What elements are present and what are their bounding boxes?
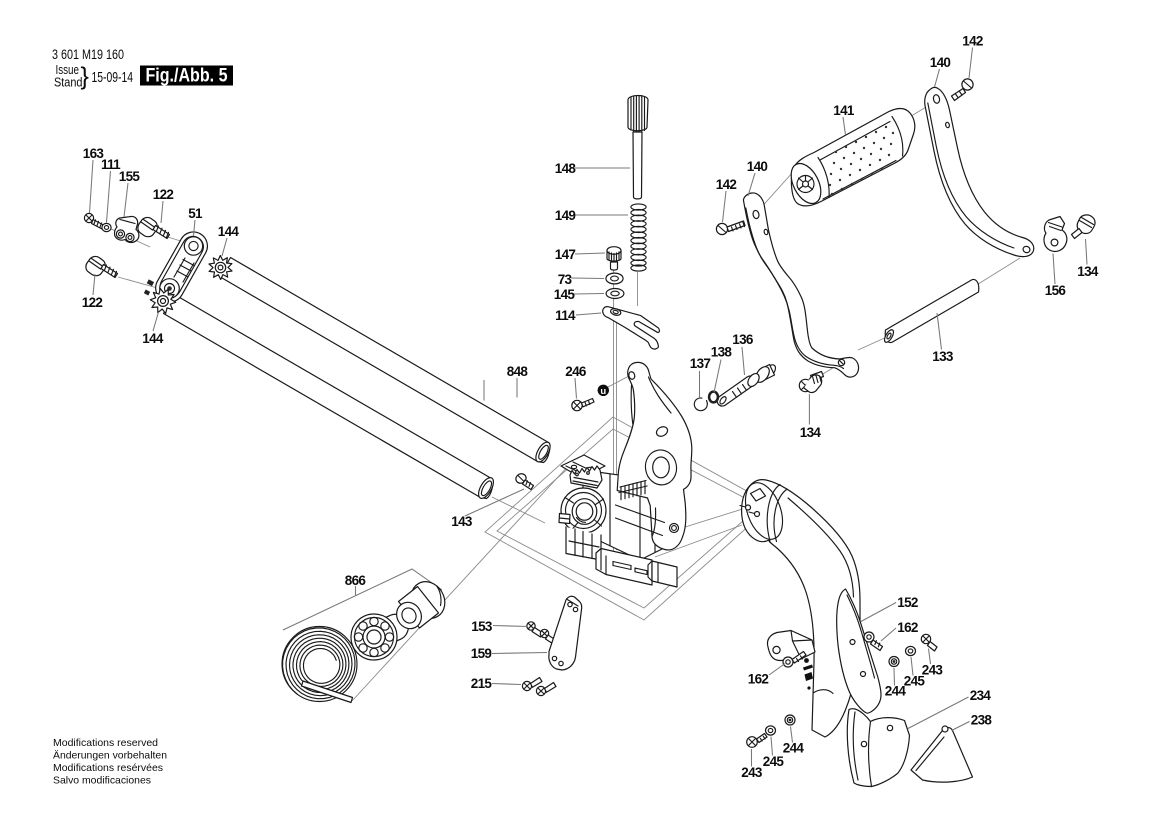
svg-text:136: 136 xyxy=(732,332,754,347)
svg-text:Änderungen vorbehalten: Änderungen vorbehalten xyxy=(53,750,167,762)
svg-text:140: 140 xyxy=(747,159,768,174)
svg-text:243: 243 xyxy=(922,663,944,678)
svg-text:162: 162 xyxy=(897,620,918,635)
svg-text:114: 114 xyxy=(555,308,576,323)
svg-text:156: 156 xyxy=(1045,283,1067,298)
svg-text:15-09-14: 15-09-14 xyxy=(92,69,134,86)
svg-text:122: 122 xyxy=(82,295,103,310)
svg-text:145: 145 xyxy=(554,287,576,302)
svg-text:245: 245 xyxy=(904,674,926,689)
svg-text:142: 142 xyxy=(716,177,737,192)
svg-text:866: 866 xyxy=(345,573,367,588)
svg-text:122: 122 xyxy=(153,187,174,202)
svg-text:138: 138 xyxy=(711,345,733,360)
svg-text:244: 244 xyxy=(885,684,907,699)
svg-text:162: 162 xyxy=(748,672,769,687)
svg-text:51: 51 xyxy=(188,206,203,221)
svg-text:148: 148 xyxy=(555,161,577,176)
svg-text:152: 152 xyxy=(897,595,918,610)
svg-text:Modifications resérvées: Modifications resérvées xyxy=(53,762,163,774)
svg-text:134: 134 xyxy=(800,425,822,440)
svg-text:73: 73 xyxy=(558,272,573,287)
svg-text:143: 143 xyxy=(451,514,473,529)
svg-text:238: 238 xyxy=(971,713,993,728)
svg-text:155: 155 xyxy=(119,169,141,184)
svg-text:163: 163 xyxy=(83,146,105,161)
svg-text:Stand: Stand xyxy=(54,76,83,90)
svg-text:134: 134 xyxy=(1077,264,1099,279)
svg-text:243: 243 xyxy=(741,765,763,780)
svg-text:Fig./Abb. 5: Fig./Abb. 5 xyxy=(146,66,228,87)
svg-text:144: 144 xyxy=(218,224,240,239)
svg-text:140: 140 xyxy=(930,55,951,70)
svg-text:144: 144 xyxy=(142,331,164,346)
svg-text:3 601 M19 160: 3 601 M19 160 xyxy=(52,47,124,62)
svg-text:142: 142 xyxy=(962,34,983,49)
svg-text:137: 137 xyxy=(690,356,711,371)
svg-text:141: 141 xyxy=(833,103,855,118)
svg-text:Modifications reserved: Modifications reserved xyxy=(53,737,158,749)
svg-text:215: 215 xyxy=(471,676,493,691)
svg-text:147: 147 xyxy=(555,247,576,262)
svg-text:245: 245 xyxy=(763,754,785,769)
svg-text:}: } xyxy=(81,63,89,91)
svg-text:246: 246 xyxy=(565,364,587,379)
svg-text:133: 133 xyxy=(932,349,954,364)
svg-text:111: 111 xyxy=(101,157,121,172)
svg-text:u: u xyxy=(600,386,606,397)
svg-text:Issue: Issue xyxy=(56,63,80,77)
svg-text:153: 153 xyxy=(471,619,493,634)
svg-text:149: 149 xyxy=(555,208,576,223)
svg-text:848: 848 xyxy=(507,364,529,379)
svg-text:Salvo modificaciones: Salvo modificaciones xyxy=(53,775,151,787)
svg-text:244: 244 xyxy=(783,741,805,756)
svg-text:234: 234 xyxy=(970,688,992,703)
svg-text:159: 159 xyxy=(471,646,492,661)
